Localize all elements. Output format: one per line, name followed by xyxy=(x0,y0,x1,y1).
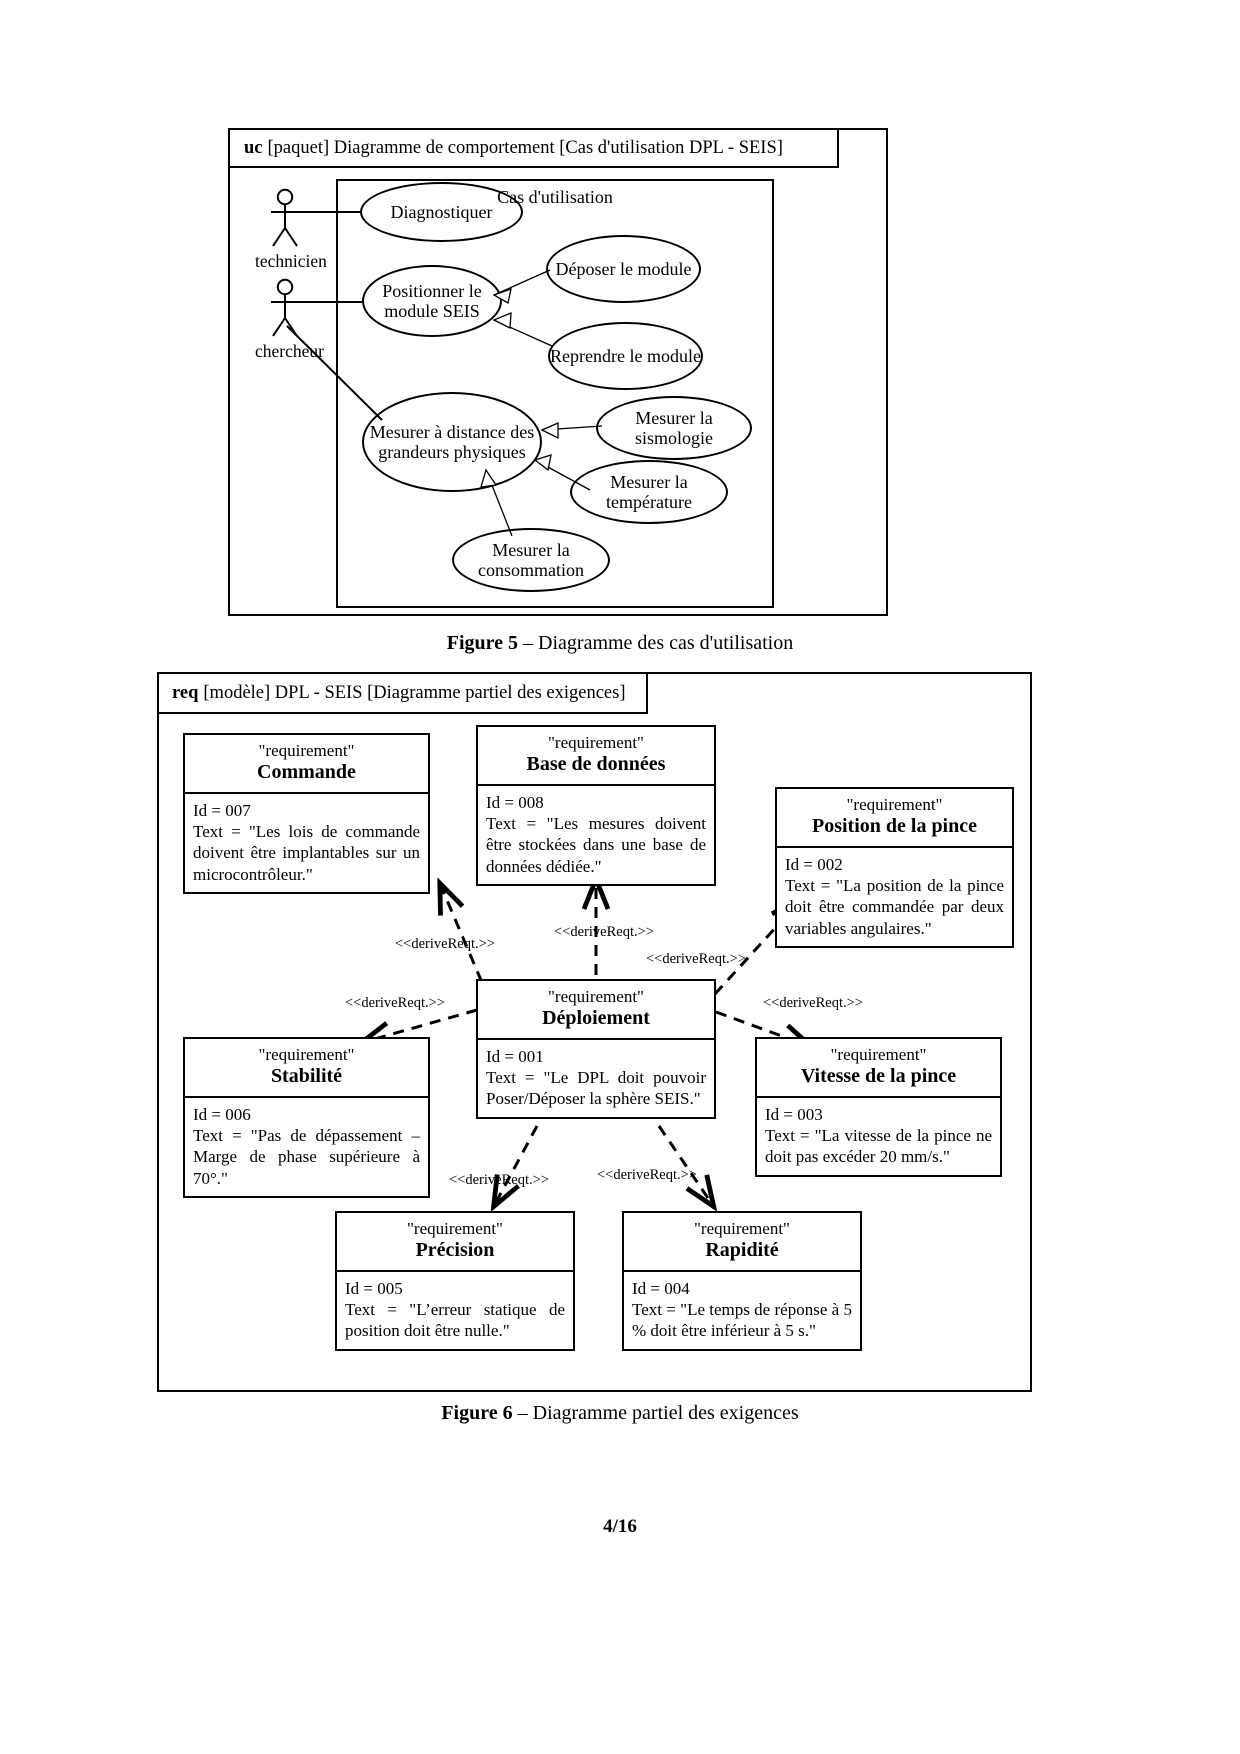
derive-reqt-label: <<deriveReqt.>> xyxy=(449,1172,549,1188)
requirement-block-vitesse-de-la-pince[interactable]: "requirement" Vitesse de la pince Id = 0… xyxy=(755,1037,1002,1177)
use-case-label: Positionner le module SEIS xyxy=(382,280,482,321)
requirement-stereotype: "requirement" xyxy=(830,1045,927,1064)
derive-reqt-label: <<deriveReqt.>> xyxy=(646,951,746,967)
use-case-deposer-module[interactable]: Déposer le module xyxy=(546,235,701,303)
actor-stick-figure-icon xyxy=(271,278,299,337)
requirement-block-deploiement[interactable]: "requirement" Déploiement Id = 001 Text … xyxy=(476,979,716,1119)
use-case-reprendre-module[interactable]: Reprendre le module xyxy=(548,322,703,390)
use-case-mesurer-consommation[interactable]: Mesurer la consommation xyxy=(452,528,610,592)
requirement-id: Id = 005 xyxy=(345,1278,403,1298)
req-keyword: req xyxy=(172,682,199,703)
requirement-header: "requirement" Déploiement xyxy=(478,981,714,1040)
requirement-body: Id = 005 Text = "L’erreur statique de po… xyxy=(337,1272,573,1349)
requirement-title: Position de la pince xyxy=(811,815,977,838)
use-case-mesurer-temperature[interactable]: Mesurer la température xyxy=(570,460,728,524)
derive-reqt-label: <<deriveReqt.>> xyxy=(345,995,445,1011)
derive-reqt-label: <<deriveReqt.>> xyxy=(763,995,863,1011)
requirement-header: "requirement" Position de la pince xyxy=(777,789,1012,848)
uc-keyword: uc xyxy=(244,137,263,158)
requirement-body: Id = 001 Text = "Le DPL doit pouvoir Pos… xyxy=(478,1040,714,1117)
requirement-header: "requirement" Commande xyxy=(185,735,428,794)
req-header-text: [modèle] DPL - SEIS [Diagramme partiel d… xyxy=(203,682,626,703)
use-case-label: Mesurer à distance des grandeurs physiqu… xyxy=(369,421,535,462)
requirement-text: Text = "Les mesures doivent être stockée… xyxy=(486,814,706,876)
figure-6-caption-label: Figure 6 xyxy=(441,1402,513,1424)
page-number: 4/16 xyxy=(603,1516,637,1537)
requirement-diagram-header: req[modèle] DPL - SEIS [Diagramme partie… xyxy=(159,674,648,714)
use-case-label: Mesurer la sismologie xyxy=(634,407,713,448)
derive-reqt-label: <<deriveReqt.>> xyxy=(554,924,654,940)
use-case-label: Mesurer la température xyxy=(606,471,692,512)
use-case-diagram-frame: uc[paquet] Diagramme de comportement [Ca… xyxy=(228,128,888,616)
requirement-header: "requirement" Rapidité xyxy=(624,1213,860,1272)
use-case-label: Reprendre le module xyxy=(550,345,701,366)
requirement-stereotype: "requirement" xyxy=(693,1219,790,1238)
requirement-title: Commande xyxy=(257,761,356,784)
requirement-id: Id = 004 xyxy=(632,1278,690,1298)
requirement-block-rapidite[interactable]: "requirement" Rapidité Id = 004 Text = "… xyxy=(622,1211,862,1351)
requirement-id: Id = 008 xyxy=(486,792,544,812)
use-case-diagnostiquer[interactable]: Diagnostiquer xyxy=(360,182,523,242)
requirement-id: Id = 007 xyxy=(193,800,251,820)
requirement-stereotype: "requirement" xyxy=(258,1045,355,1064)
requirement-text: Text = "Le DPL doit pouvoir Poser/Dépose… xyxy=(486,1068,706,1109)
requirement-text: Text = "Les lois de commande doivent êtr… xyxy=(193,822,420,884)
requirement-text: Text = "L’erreur statique de position do… xyxy=(345,1300,565,1341)
requirement-stereotype: "requirement" xyxy=(547,987,644,1006)
requirement-diagram-frame: req[modèle] DPL - SEIS [Diagramme partie… xyxy=(157,672,1032,1392)
requirement-id: Id = 002 xyxy=(785,854,843,874)
requirement-title: Base de données xyxy=(526,753,666,776)
requirement-stereotype: "requirement" xyxy=(846,795,943,814)
requirement-block-position-de-la-pince[interactable]: "requirement" Position de la pince Id = … xyxy=(775,787,1014,949)
requirement-body: Id = 007 Text = "Les lois de commande do… xyxy=(185,794,428,893)
figure-6-caption-text: – Diagramme partiel des exigences xyxy=(512,1402,799,1424)
requirement-text: Text = "La position de la pince doit êtr… xyxy=(785,876,1004,938)
requirement-header: "requirement" Précision xyxy=(337,1213,573,1272)
requirement-id: Id = 003 xyxy=(765,1104,823,1124)
use-case-label: Déposer le module xyxy=(555,258,692,279)
requirement-header: "requirement" Stabilité xyxy=(185,1039,428,1098)
use-case-system-boundary: Cas d'utilisation xyxy=(336,179,774,608)
figure-6-caption: Figure 6 – Diagramme partiel des exigenc… xyxy=(0,1402,1240,1425)
figure-5-caption-label: Figure 5 xyxy=(446,632,519,654)
requirement-header: "requirement" Base de données xyxy=(478,727,714,786)
uc-header-text: [paquet] Diagramme de comportement [Cas … xyxy=(267,137,783,158)
requirement-stereotype: "requirement" xyxy=(406,1219,503,1238)
requirement-body: Id = 004 Text = "Le temps de réponse à 5… xyxy=(624,1272,860,1349)
requirement-body: Id = 006 Text = "Pas de dépassement – Ma… xyxy=(185,1098,428,1197)
requirement-stereotype: "requirement" xyxy=(258,741,355,760)
use-case-label: Diagnostiquer xyxy=(390,201,493,222)
use-case-label: Mesurer la consommation xyxy=(478,539,584,580)
figure-5-caption: Figure 5 – Diagramme des cas d'utilisati… xyxy=(0,632,1240,655)
use-case-mesurer-a-distance[interactable]: Mesurer à distance des grandeurs physiqu… xyxy=(362,392,542,492)
requirement-header: "requirement" Vitesse de la pince xyxy=(757,1039,1000,1098)
requirement-title: Déploiement xyxy=(542,1007,650,1030)
figure-5-caption-text: – Diagramme des cas d'utilisation xyxy=(518,632,794,654)
requirement-title: Stabilité xyxy=(270,1065,343,1088)
requirement-block-precision[interactable]: "requirement" Précision Id = 005 Text = … xyxy=(335,1211,575,1351)
requirement-id: Id = 006 xyxy=(193,1104,251,1124)
requirement-title: Vitesse de la pince xyxy=(800,1065,957,1088)
requirement-id: Id = 001 xyxy=(486,1046,544,1066)
use-case-positionner-module-seis[interactable]: Positionner le module SEIS xyxy=(362,265,502,337)
requirement-body: Id = 008 Text = "Les mesures doivent êtr… xyxy=(478,786,714,885)
requirement-text: Text = "La vitesse de la pince ne doit p… xyxy=(765,1126,992,1167)
system-boundary-label: Cas d'utilisation xyxy=(497,187,613,207)
derive-reqt-label: <<deriveReqt.>> xyxy=(597,1167,697,1183)
requirement-block-stabilite[interactable]: "requirement" Stabilité Id = 006 Text = … xyxy=(183,1037,430,1199)
actor-technicien-label: technicien xyxy=(255,251,327,271)
requirement-block-base-de-donnees[interactable]: "requirement" Base de données Id = 008 T… xyxy=(476,725,716,887)
requirement-body: Id = 003 Text = "La vitesse de la pince … xyxy=(757,1098,1000,1175)
use-case-mesurer-sismologie[interactable]: Mesurer la sismologie xyxy=(596,396,752,460)
derive-reqt-label: <<deriveReqt.>> xyxy=(395,936,495,952)
requirement-text: Text = "Le temps de réponse à 5 % doit ê… xyxy=(632,1300,852,1341)
requirement-block-commande[interactable]: "requirement" Commande Id = 007 Text = "… xyxy=(183,733,430,895)
use-case-connectors xyxy=(286,211,603,537)
use-case-diagram-header: uc[paquet] Diagramme de comportement [Ca… xyxy=(230,130,839,168)
requirement-text: Text = "Pas de dépassement – Marge de ph… xyxy=(193,1126,420,1188)
requirement-stereotype: "requirement" xyxy=(547,733,644,752)
requirement-title: Précision xyxy=(415,1239,495,1262)
requirement-body: Id = 002 Text = "La position de la pince… xyxy=(777,848,1012,947)
requirement-title: Rapidité xyxy=(705,1239,779,1262)
